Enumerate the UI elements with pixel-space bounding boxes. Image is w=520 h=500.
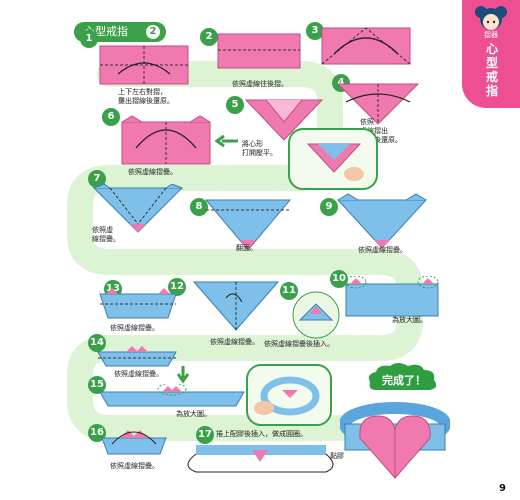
- step-14-diagram: [97, 346, 177, 367]
- step-2-badge: 2: [200, 28, 218, 46]
- finished-ring-image: [340, 402, 450, 479]
- step-17-diagram: [187, 445, 334, 473]
- step-9-caption: 依照虛線摺疊。: [358, 246, 407, 254]
- step-1-caption: 上下左右對摺， 攤出摺線後還原。: [118, 88, 174, 105]
- step-17-caption: 捲上配膠後插入，做成圓圈。: [216, 430, 307, 438]
- page-number: 9: [499, 483, 506, 494]
- step-6-caption: 依照虛線摺疊。: [128, 168, 177, 176]
- step-15-diagram: [99, 384, 245, 407]
- side-tab-title-char: 心: [485, 42, 498, 56]
- step-4-diagram: [336, 83, 420, 125]
- side-tab-title: 心型戒指: [478, 42, 506, 98]
- title-step-badge: 2: [146, 25, 160, 39]
- step-10-badge: 10: [330, 270, 348, 288]
- step-14-caption: 依照虛線摺疊。: [114, 370, 163, 378]
- step-7-caption: 依照虛 線摺疊。: [92, 226, 120, 243]
- step-11-badge: 11: [280, 282, 298, 300]
- side-tab: 摺器 心型戒指: [462, 0, 520, 108]
- done-label: 完成了！: [382, 374, 426, 387]
- side-tab-small-label: 摺器: [484, 31, 498, 39]
- step-7-diagram: [92, 184, 184, 233]
- step-8-badge: 8: [190, 198, 208, 216]
- step-6-badge: 6: [102, 108, 120, 126]
- step-6-diagram: [121, 115, 211, 165]
- step-17-badge: 17: [196, 426, 214, 444]
- step-9-badge: 9: [320, 198, 338, 216]
- step-12-badge: 12: [168, 278, 186, 296]
- step-13-diagram: [99, 288, 177, 319]
- step-3-badge: 3: [306, 22, 324, 40]
- step-1-badge: 1: [80, 30, 98, 48]
- girl-face-icon: [475, 6, 507, 30]
- side-tab-title-char: 指: [485, 84, 498, 98]
- step-9-diagram: [336, 193, 428, 249]
- done-cloud: [368, 363, 437, 390]
- step-8-caption: 翻面。: [236, 244, 257, 252]
- step-5-diagram: [244, 99, 324, 141]
- step-15-badge: 15: [88, 376, 106, 394]
- step-16-diagram: [101, 430, 167, 455]
- step-4-caption: 依照 虛線摺出 摺線後還原。: [360, 118, 402, 144]
- step-10-caption: 為放大圖。: [392, 316, 427, 324]
- arrow-down-icon: [176, 366, 190, 384]
- step-16-caption: 依照虛線摺疊。: [110, 462, 159, 470]
- step-10-diagram: [345, 276, 439, 317]
- step-17-glue-label: 黏膠: [330, 452, 344, 460]
- step-11-caption: 依照虛線摺疊後插入。: [264, 340, 334, 348]
- step-5-caption: 將心形 打開壓平。: [242, 140, 277, 157]
- step-12-caption: 依照虛線摺疊。: [210, 338, 259, 346]
- step-3-diagram: [321, 27, 411, 65]
- step-15-caption: 為放大圖。: [176, 410, 211, 418]
- step-5-photo-inset: [288, 128, 378, 190]
- step-5-badge: 5: [226, 96, 244, 114]
- step-7-badge: 7: [88, 170, 106, 188]
- step-8-diagram: [204, 199, 292, 251]
- step-1-diagram: [99, 45, 189, 85]
- step-13-caption: 依照虛線摺疊。: [110, 324, 159, 332]
- side-tab-title-char: 戒: [485, 70, 498, 84]
- arrow-left-icon: [214, 134, 238, 148]
- step-2-diagram: [217, 33, 301, 69]
- step-2-caption: 依照虛線往後摺。: [232, 80, 288, 88]
- step-12-diagram: [192, 281, 280, 331]
- ring-photo-inset: [246, 364, 332, 426]
- step-11-zoom-circle: [292, 291, 340, 339]
- step-14-badge: 14: [88, 334, 106, 352]
- side-tab-title-char: 型: [485, 56, 498, 70]
